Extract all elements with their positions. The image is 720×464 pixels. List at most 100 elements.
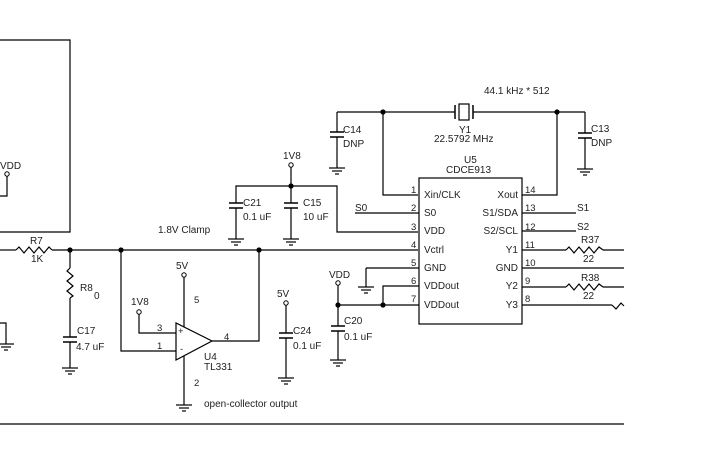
ground-icon [278, 377, 294, 385]
r37-ref: R37 [581, 235, 600, 246]
pin-name: Y3 [506, 300, 519, 311]
pin-number: 7 [411, 294, 416, 305]
pin-name: VDD [424, 226, 445, 237]
plus-symbol: + [178, 326, 184, 337]
u4-pin1: 1 [157, 341, 162, 352]
ground-icon [283, 238, 299, 246]
capacitor-c20: VDD C20 0.1 uF [329, 270, 372, 367]
ground-icon [330, 359, 346, 367]
ground-icon [176, 404, 192, 412]
decoupling-1v8: 1V8 C21 0.1 uF C15 1 [228, 151, 418, 246]
capacitor-c24: 5V C24 0.1 uF [277, 289, 321, 385]
open-collector-label: open-collector output [204, 399, 298, 410]
power-terminal-vdd [335, 280, 341, 286]
u4-part: TL331 [204, 362, 233, 373]
ic-u5: U5 CDCE913 S0 1 Xin/CLK 2 S0 3 VDD 4 Vct… [335, 155, 625, 325]
pin-number: 4 [411, 240, 416, 251]
pin-name: GND [496, 263, 518, 274]
pin-name: S0 [424, 208, 437, 219]
u5-pin-2: 2 S0 [411, 203, 437, 219]
u5-pin-12: S2 12 S2/SCL [484, 222, 590, 237]
c14-ref: C14 [343, 125, 362, 136]
u4-pin5: 5 [194, 295, 199, 306]
pin-number: 10 [525, 258, 536, 269]
c13-ref: C13 [591, 124, 610, 135]
y1-ref: Y1 [459, 125, 472, 136]
pin-number: 9 [525, 276, 530, 287]
u5-ref: U5 [464, 155, 477, 166]
cmp-1v8-label: 1V8 [131, 297, 149, 308]
u4-pin4: 4 [224, 332, 229, 343]
comparator-u4: + - 1 1V8 3 5V 5 2 4 U4 TL331 open-colle… [120, 250, 298, 412]
pin-name: GND [424, 263, 446, 274]
top-1v8-label: 1V8 [283, 151, 301, 162]
crystal-y1: 44.1 kHz * 512 Y1 22.5792 MHz [337, 86, 585, 196]
c21-value: 0.1 uF [243, 212, 271, 223]
c15-ref: C15 [303, 198, 322, 209]
c17-value: 4.7 uF [76, 342, 104, 353]
pin-number: 1 [411, 185, 416, 196]
c24-ref: C24 [293, 326, 312, 337]
power-terminal-1v8 [136, 309, 142, 315]
minus-symbol: - [180, 344, 183, 355]
pin-name: S2/SCL [484, 226, 519, 237]
power-terminal-5v [181, 272, 187, 278]
ground-icon [329, 167, 345, 175]
vdd-terminal [4, 171, 10, 177]
pin-name: Y2 [506, 281, 519, 292]
r38-value: 22 [583, 291, 595, 302]
pin-number: 5 [411, 258, 416, 269]
u5-part: CDCE913 [446, 165, 491, 176]
u4-ref: U4 [204, 352, 217, 363]
pin-name: Xout [497, 190, 518, 201]
r37-value: 22 [583, 254, 595, 265]
pin-number: 3 [411, 222, 416, 233]
capacitor-c21: C21 0.1 uF [228, 198, 271, 246]
pin-number: 14 [525, 185, 536, 196]
capacitor-c15: C15 10 uF [283, 186, 329, 246]
r7-ref: R7 [30, 236, 43, 247]
c24-5v-label: 5V [277, 289, 290, 300]
cmp-5v-label: 5V [176, 261, 189, 272]
freq-note: 44.1 kHz * 512 [484, 86, 550, 97]
s0-net-label: S0 [355, 203, 368, 214]
r8-value: 0 [94, 291, 100, 302]
ground-icon [62, 367, 78, 375]
pin-number: 13 [525, 203, 536, 214]
c20-value: 0.1 uF [344, 332, 372, 343]
clamp-label: 1.8V Clamp [158, 225, 211, 236]
pin-number: 12 [525, 222, 536, 233]
u5-pin-4: 4 Vctrl [411, 240, 444, 256]
capacitor-c14: C14 DNP [329, 112, 364, 175]
left-block: VDD [0, 39, 71, 351]
r8-ref: R8 [80, 283, 93, 294]
u5-pin-14: 14 Xout [497, 185, 535, 201]
ground-icon [228, 238, 244, 246]
ground-icon [577, 168, 593, 176]
y1-value: 22.5792 MHz [434, 134, 493, 145]
resistor-r7: R7 1K [15, 236, 53, 265]
left-vdd-label: VDD [0, 161, 21, 172]
c15-value: 10 uF [303, 212, 329, 223]
u5-pin-11: R37 22 11 Y1 [506, 235, 624, 265]
u5-pin-8: 8 Y3 [506, 294, 625, 311]
u5-pin-1: 1 Xin/CLK [411, 185, 461, 201]
junction [380, 302, 386, 308]
c14-value: DNP [343, 139, 364, 150]
pin-name: Y1 [506, 245, 519, 256]
u4-pin2: 2 [194, 378, 199, 389]
u5-pin-13: S1 13 S1/SDA [482, 203, 589, 219]
u5-pin-5: 5 GND [358, 258, 446, 294]
pin-name: VDDout [424, 281, 459, 292]
pin-name: Xin/CLK [424, 190, 461, 201]
r7-value: 1K [31, 254, 44, 265]
pin-name: S1/SDA [482, 208, 518, 219]
c13-value: DNP [591, 138, 612, 149]
power-terminal-1v8 [288, 162, 294, 168]
pin-name: Vctrl [424, 245, 444, 256]
u4-pin3: 3 [157, 323, 162, 334]
capacitor-c17: C17 4.7 uF [62, 326, 104, 375]
resistor-r8: R8 0 [66, 250, 100, 337]
pin-name: VDDout [424, 300, 459, 311]
